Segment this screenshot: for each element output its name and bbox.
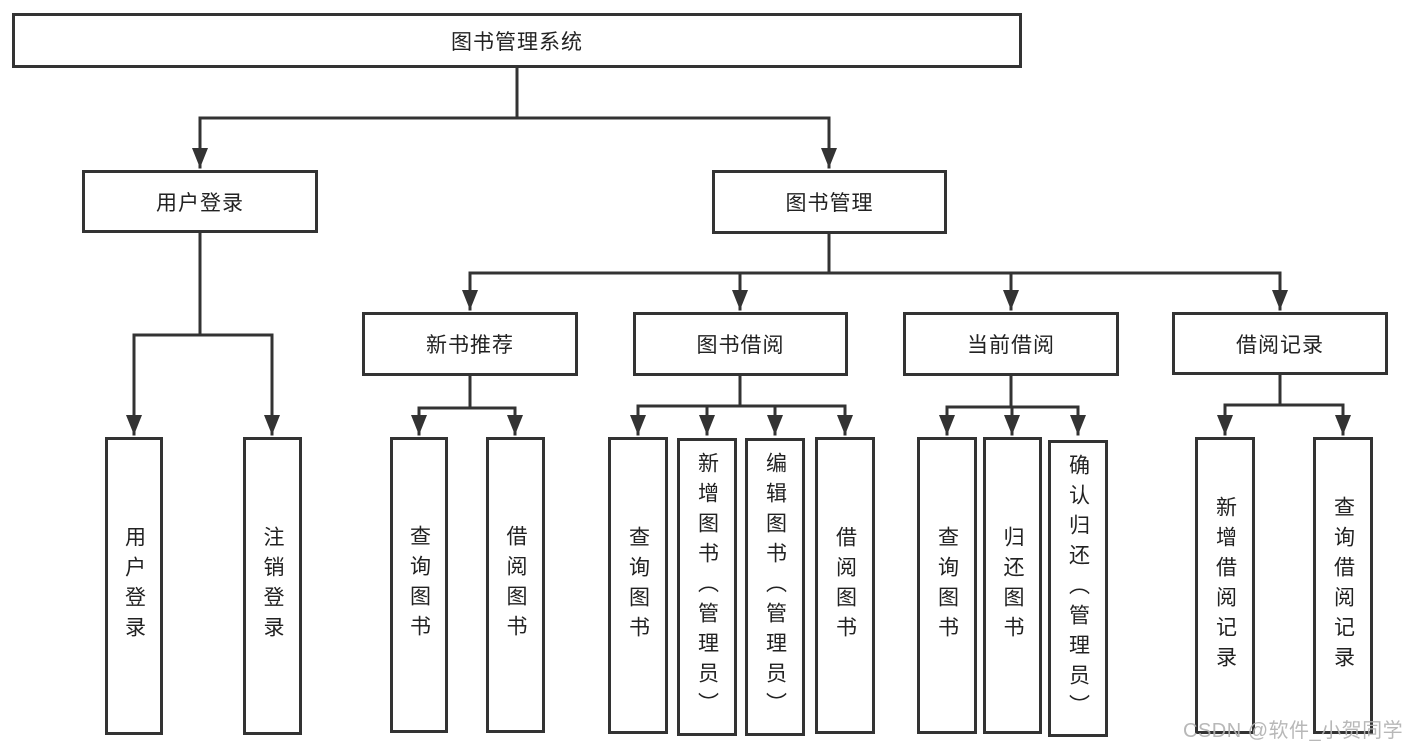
leaf-records-add-record: 新增借阅记录 xyxy=(1195,437,1255,734)
node-user-login: 用户登录 xyxy=(82,170,318,233)
leaf-borrowing-query-books: 查询图书 xyxy=(608,437,668,734)
leaf-borrowing-edit-books-admin: 编辑图书（管理员） xyxy=(745,438,805,736)
watermark-text: CSDN @软件_小贺同学 xyxy=(1183,720,1404,742)
leaf-recommend-borrow-books: 借阅图书 xyxy=(486,437,545,733)
leaf-current-confirm-return-admin: 确认归还（管理员） xyxy=(1048,440,1108,737)
node-borrowing-records: 借阅记录 xyxy=(1172,312,1388,375)
node-new-book-recommend: 新书推荐 xyxy=(362,312,578,376)
leaf-logout: 注销登录 xyxy=(243,437,302,735)
node-library-system: 图书管理系统 xyxy=(12,13,1022,68)
leaf-borrowing-add-books-admin: 新增图书（管理员） xyxy=(677,438,737,736)
leaf-recommend-query-books: 查询图书 xyxy=(390,437,448,733)
leaf-borrowing-borrow-books: 借阅图书 xyxy=(815,437,875,734)
leaf-current-return-books: 归还图书 xyxy=(983,437,1042,734)
leaf-user-login: 用户登录 xyxy=(105,437,163,735)
node-current-borrowing: 当前借阅 xyxy=(903,312,1119,376)
node-book-borrowing: 图书借阅 xyxy=(633,312,848,376)
node-book-management: 图书管理 xyxy=(712,170,947,234)
leaf-records-query-record: 查询借阅记录 xyxy=(1313,437,1373,734)
leaf-current-query-books: 查询图书 xyxy=(917,437,977,734)
